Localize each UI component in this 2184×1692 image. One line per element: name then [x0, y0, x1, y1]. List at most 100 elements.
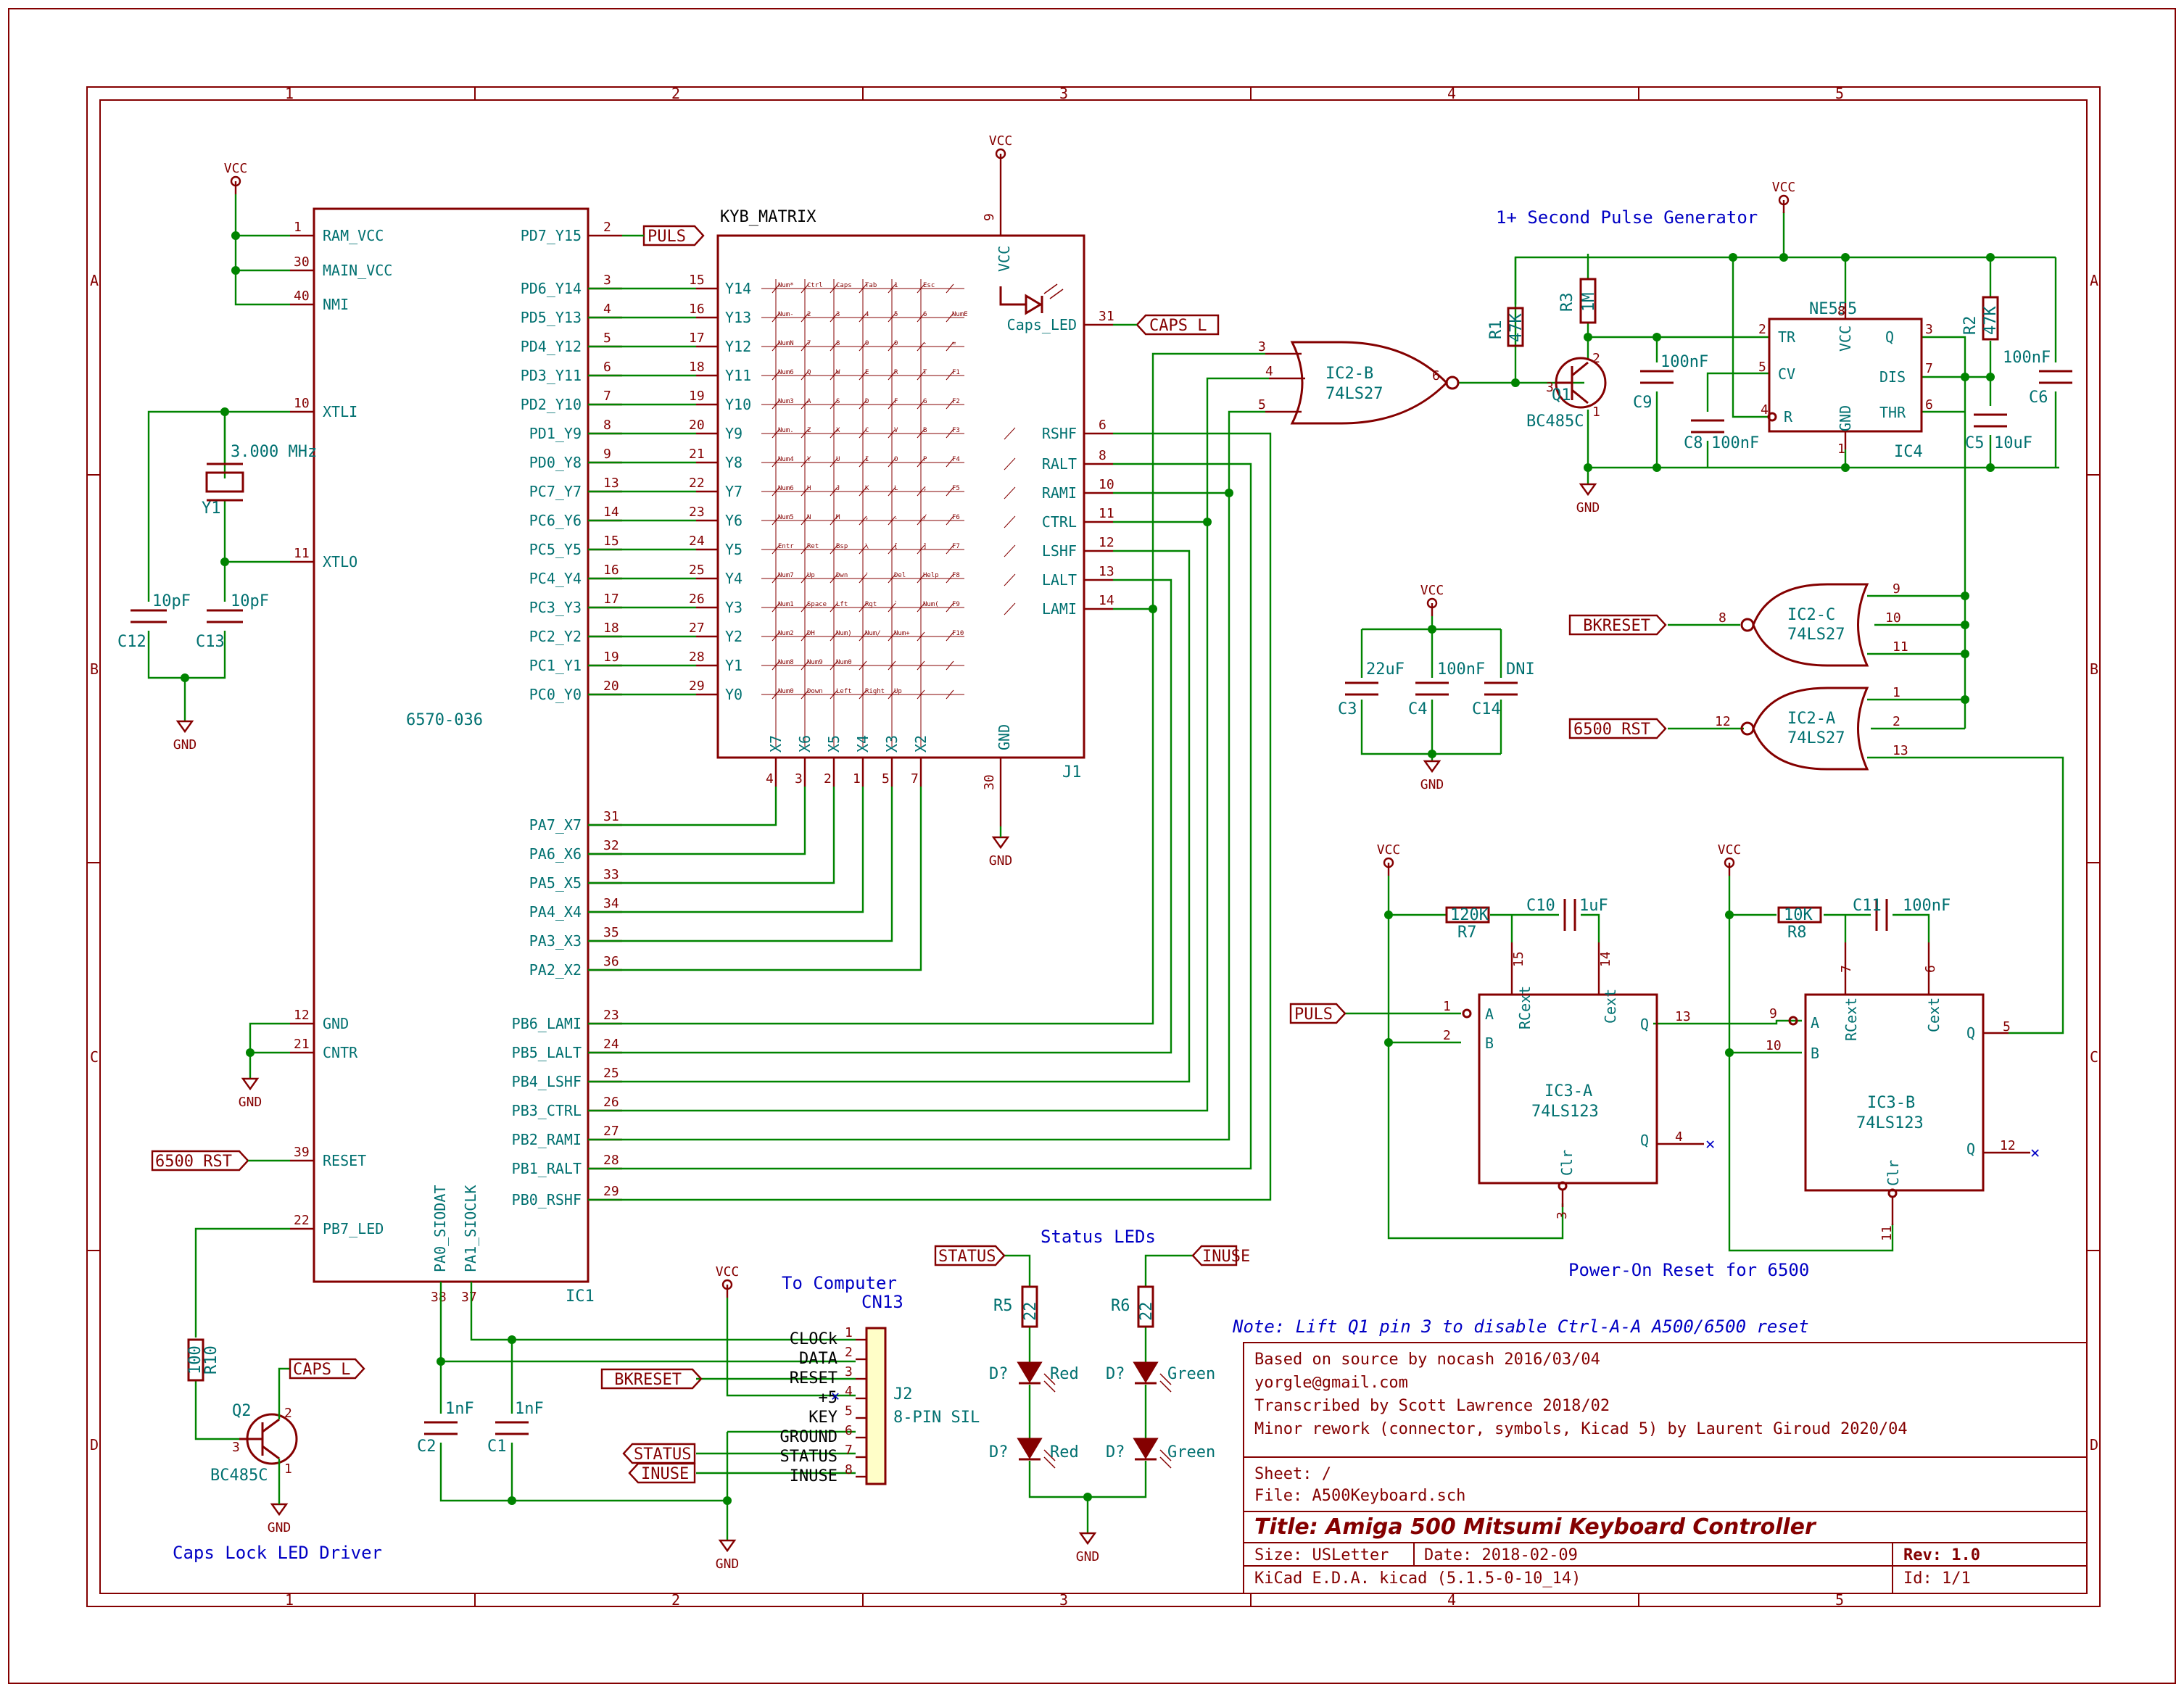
j2-value: 8-PIN SIL — [893, 1409, 980, 1427]
matrix-key-label: Num( — [923, 601, 939, 608]
ic2b-value: 74LS27 — [1325, 385, 1383, 403]
matrix-key-label: Ret — [807, 543, 819, 550]
resistor-r5: 22 R5 — [993, 1285, 1040, 1328]
ic2b-ref: IC2-B — [1325, 365, 1373, 383]
resistor-r3: 1M R3 — [1558, 278, 1598, 324]
matrix-key-label: Left — [836, 688, 852, 695]
j1-pin-name: GND — [996, 724, 1013, 750]
j1-pin-num: 29 — [689, 679, 705, 694]
c10-value: 1uF — [1579, 897, 1608, 915]
ic1-pin-name: PA7_X7 — [529, 816, 582, 834]
ic1-pin-num: 22 — [294, 1213, 310, 1228]
vcc-icon — [995, 148, 1006, 159]
matrix-key-label: Down — [807, 688, 823, 695]
c5-ref: C5 — [1965, 434, 1985, 452]
gnd-icon — [241, 1077, 260, 1091]
matrix-key-label: 8 — [836, 340, 840, 347]
vcc-label: VCC — [1772, 180, 1796, 195]
j1-pin-name: RAMI — [1042, 484, 1077, 502]
matrix-key-label: A — [807, 398, 811, 405]
gnd-label: GND — [268, 1520, 291, 1535]
col-label-bottom: 2 — [671, 1591, 680, 1609]
ic2c-value: 74LS27 — [1787, 626, 1845, 644]
matrix-key-label: Help — [923, 572, 939, 579]
matrix-key-label: 4 — [865, 311, 869, 318]
matrix-diode-mark — [946, 312, 954, 323]
ic1-pin-name: PB5_LALT — [512, 1044, 582, 1061]
matrix-key-label: Num+ — [894, 630, 910, 637]
ic3a-pin-num: 15 — [1511, 951, 1526, 967]
matrix-key-label: D — [865, 398, 869, 405]
matrix-key-label: F1 — [952, 369, 960, 376]
ic3a-value: 74LS123 — [1531, 1103, 1599, 1121]
j2-pin-name: GROUND — [780, 1428, 837, 1446]
c1-value: 1nF — [515, 1400, 544, 1418]
matrix-diode-mark — [1004, 544, 1016, 557]
j1-pin-num: 12 — [1099, 535, 1114, 550]
matrix-key-label: ; — [923, 485, 927, 492]
matrix-key-label: F8 — [952, 572, 960, 579]
col-label-bottom: 3 — [1059, 1591, 1068, 1609]
cap-c9: 100nF C9 — [1633, 353, 1708, 412]
c6-value: 100nF — [2003, 349, 2051, 367]
ic1-pin-num: 28 — [603, 1153, 619, 1168]
matrix-key-label: 5 — [894, 311, 898, 318]
j2-pin-name: INUSE — [790, 1467, 837, 1485]
ic1-ref: IC1 — [566, 1287, 595, 1306]
gnd-icon — [270, 1503, 289, 1517]
j2-pin-name: +5 — [819, 1389, 838, 1407]
matrix-key-label: Num- — [778, 311, 794, 318]
vcc-icon — [1383, 857, 1394, 868]
j1-pin-name: RALT — [1042, 455, 1077, 473]
j2-pin-num: 4 — [845, 1384, 853, 1399]
matrix-diode-mark — [946, 341, 954, 352]
j1-pin-name: Y10 — [725, 396, 751, 413]
ic1-pin-num: 11 — [294, 546, 310, 561]
c11-value: 100nF — [1903, 897, 1951, 915]
label-6500-rst-ic1-text: 6500_RST — [155, 1153, 232, 1171]
gnd-icon — [175, 720, 194, 734]
ic3a-pin-name: Cext — [1602, 989, 1619, 1024]
vcc-icon — [1724, 857, 1735, 868]
c4-value: 100nF — [1437, 660, 1485, 679]
label-inuse-led-text: INUSE — [1202, 1248, 1250, 1266]
q2-pin: 2 — [284, 1406, 292, 1421]
ic4-pin-name: TR — [1778, 328, 1796, 346]
vcc-icon — [230, 175, 241, 187]
j2-connector: J2 8-PIN SIL 1CLOCk2DATA3RESET4+55KEY6GR… — [780, 1325, 980, 1485]
ic2b-pin: 4 — [1265, 364, 1273, 379]
matrix-diode-mark — [946, 399, 954, 410]
ic1-pin-num: 36 — [603, 954, 619, 969]
ic3a-pin-num: 4 — [1675, 1129, 1683, 1145]
gnd-label: GND — [716, 1556, 740, 1572]
y1-value: 3.000 MHz — [231, 443, 317, 461]
j1-pin-name: RSHF — [1042, 425, 1077, 442]
j1-pin-num: 24 — [689, 534, 705, 549]
ic2a-pin: 13 — [1893, 743, 1908, 758]
ic3a-pin-name: Clr — [1558, 1150, 1576, 1176]
ic3a-pin-name: RCext — [1516, 986, 1534, 1029]
ic1-pin-name: PB6_LAMI — [512, 1015, 582, 1032]
matrix-key-label: Num6 — [778, 485, 794, 492]
ic1-pin-name: NMI — [323, 296, 349, 313]
r8-value: 10K — [1784, 906, 1813, 924]
label-puls-ic3-text: PULS — [1294, 1005, 1333, 1024]
r1-ref: R1 — [1487, 320, 1505, 340]
revision: Rev: 1.0 — [1903, 1546, 1980, 1564]
cap-c11: C11 100nF — [1853, 897, 1951, 931]
ic2c-pin: 8 — [1718, 610, 1726, 626]
j1-pin-num: 21 — [689, 447, 705, 462]
cap-c10: C10 1uF — [1526, 897, 1608, 931]
row-label-left: A — [90, 272, 99, 289]
no-connect-icon: ✕ — [2030, 1144, 2040, 1162]
matrix-diode-mark — [1004, 427, 1016, 440]
j1-pin-num: 30 — [982, 774, 997, 790]
ic3b-monostable: A B Q Q RCext Cext Clr IC3-B 74LS123 9 1… — [1766, 942, 2040, 1241]
sheet-date: Date: 2018-02-09 — [1424, 1546, 1578, 1564]
matrix-key-label: Num7 — [778, 572, 794, 579]
ic4-pin-num: 7 — [1925, 361, 1933, 376]
r2-value: 47K — [1982, 306, 2000, 335]
cap-c2: 1nF C2 — [417, 1400, 474, 1456]
matrix-key-label: . — [894, 514, 898, 521]
matrix-key-label: Right — [865, 688, 885, 695]
